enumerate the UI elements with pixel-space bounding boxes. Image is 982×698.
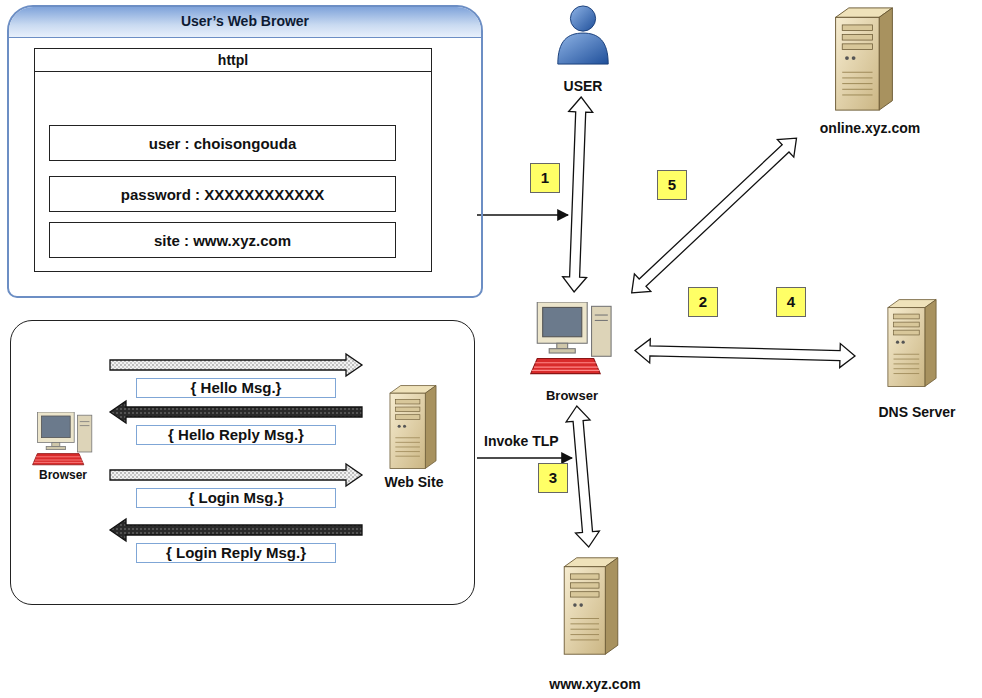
flow-arrow: [563, 97, 593, 292]
pointer-line: [477, 457, 572, 459]
node-text: password : XXXXXXXXXXXX: [121, 186, 324, 203]
node-text: user : choisongouda: [149, 135, 297, 152]
server-node: www.xyz.com: [532, 550, 658, 692]
node-text: online.xyz.com: [820, 120, 920, 136]
flow-arrow: [110, 519, 362, 541]
flow-arrow: [110, 354, 362, 376]
flow-arrow: [635, 339, 855, 368]
message-label: { Hello Reply Msg.}: [136, 425, 336, 445]
callout-number: 5: [657, 170, 687, 200]
server-icon: [888, 300, 936, 387]
flow-arrow: [110, 464, 362, 486]
user-icon: [558, 6, 608, 64]
server-node: DNS Server: [858, 295, 976, 420]
form-box: httpl user : choisongouda password : XXXXX…: [34, 48, 432, 272]
flow-arrow: [566, 406, 599, 547]
server-icon: [564, 558, 618, 654]
form-field: site : www.xyz.com: [49, 222, 396, 258]
computer-icon: [33, 412, 92, 465]
form-field: password : XXXXXXXXXXXX: [49, 176, 396, 212]
server-icon: [836, 8, 893, 110]
callout-number: 1: [530, 163, 560, 193]
pointer-label: Invoke TLP: [482, 433, 561, 449]
browser-node: Browser: [512, 295, 632, 403]
flow-arrow: [632, 138, 797, 293]
node-text: Web Site: [385, 474, 444, 490]
flow-arrow: [110, 401, 362, 423]
pointer-line: [477, 214, 568, 216]
node-text: www.xyz.com: [549, 676, 640, 692]
callout-number: 4: [776, 287, 806, 317]
server-node: online.xyz.com: [795, 2, 945, 136]
node-text: httpl: [35, 49, 431, 72]
callout-number: 2: [688, 287, 718, 317]
node-text: User’s Web Brower: [9, 7, 481, 38]
computer-icon: [531, 302, 611, 374]
browser-panel: User’s Web Brower httpl user : choisongoud…: [7, 5, 483, 298]
browser-node: Browser: [22, 340, 104, 550]
node-text: DNS Server: [878, 404, 955, 420]
form-field: user : choisongouda: [49, 125, 396, 161]
server-node: Web Site: [368, 340, 460, 550]
message-label: { Login Reply Msg.}: [136, 543, 336, 563]
message-label: { Login Msg.}: [136, 488, 336, 508]
node-text: USER: [564, 78, 603, 94]
callout-number: 3: [538, 463, 568, 493]
node-text: Browser: [546, 388, 598, 403]
server-icon: [390, 386, 436, 469]
node-text: site : www.xyz.com: [154, 232, 291, 249]
node-text: Browser: [39, 468, 87, 482]
message-label: { Hello Msg.}: [136, 378, 336, 398]
user-node: USER: [548, 2, 618, 94]
